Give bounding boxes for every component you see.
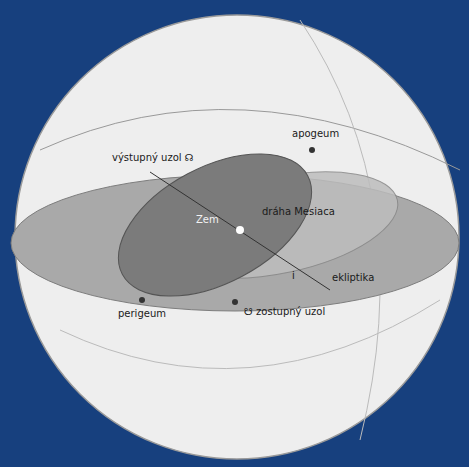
perigee-point: [139, 297, 145, 303]
plane-label: ekliptika: [332, 272, 374, 283]
earth: [236, 226, 244, 234]
plane-label: dráha Mesiaca: [262, 206, 335, 217]
great-circle: [60, 300, 440, 369]
plane-label: ☋ zostupný uzol: [244, 306, 325, 317]
moon-orbit: [95, 124, 335, 325]
apogee-point: [309, 147, 315, 153]
plane-label: Zem: [196, 214, 219, 225]
plane-label: i: [292, 270, 295, 281]
node-point: [232, 299, 238, 305]
plane-label: apogeum: [292, 128, 339, 139]
plane-label: perigeum: [118, 308, 166, 319]
plane-label: výstupný uzol ☊: [112, 152, 194, 163]
line-of-nodes: [150, 172, 330, 290]
